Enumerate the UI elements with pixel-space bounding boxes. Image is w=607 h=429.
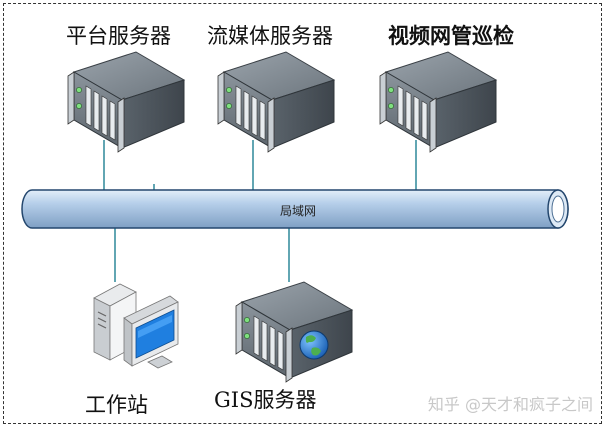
streaming-server-label: 流媒体服务器 <box>207 24 333 48</box>
streaming-server-icon <box>217 51 335 153</box>
diagram-frame <box>3 3 602 424</box>
lan-pipe: 局域网 <box>21 189 569 229</box>
workstation-icon <box>93 283 179 369</box>
watermark: 知乎 @天才和疯子之间 <box>427 395 593 414</box>
lan-label: 局域网 <box>280 204 316 218</box>
video-inspection-server-icon <box>379 51 497 153</box>
gis-server-label: GIS服务器 <box>214 388 317 412</box>
gis-server-icon <box>235 281 353 383</box>
platform-server-label: 平台服务器 <box>66 24 171 48</box>
video-inspection-label: 视频网管巡检 <box>388 23 514 48</box>
globe-icon <box>299 330 329 360</box>
platform-server-icon <box>67 51 185 153</box>
workstation-label: 工作站 <box>85 393 148 417</box>
